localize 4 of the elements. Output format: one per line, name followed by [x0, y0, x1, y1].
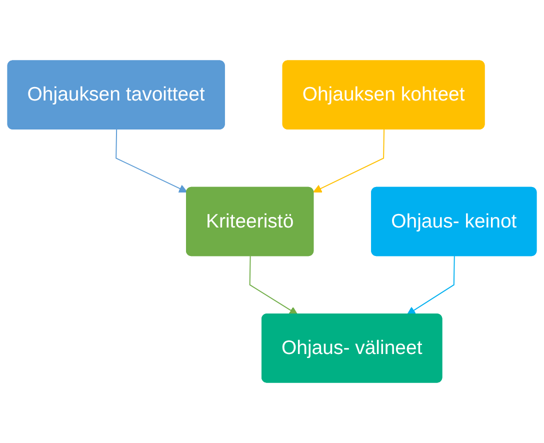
arrow	[116, 128, 188, 193]
arrow	[406, 256, 455, 315]
arrow	[249, 256, 298, 315]
arrow	[313, 128, 385, 193]
